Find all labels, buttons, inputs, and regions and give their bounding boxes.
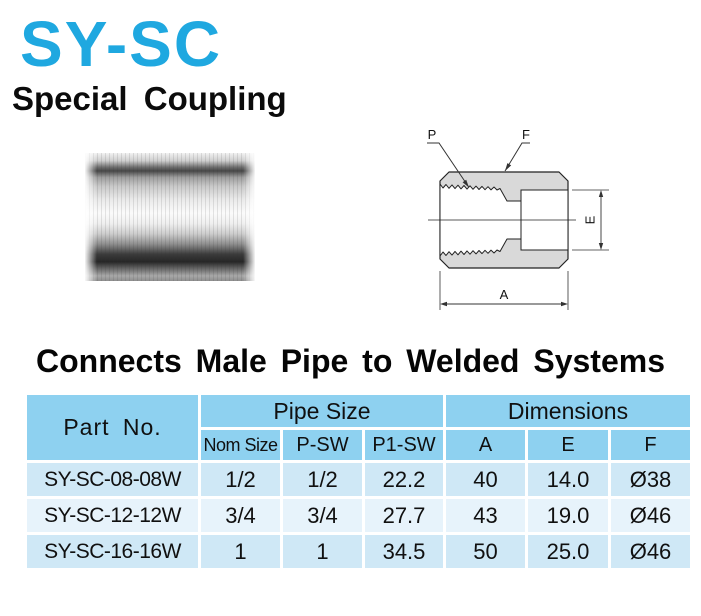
col-group-pipe-size: Pipe Size — [198, 392, 446, 430]
dimension-e: E — [572, 189, 609, 251]
cell-e: 14.0 — [525, 460, 611, 499]
table-row: SY-SC-08-08W 1/2 1/2 22.2 40 14.0 Ø38 — [24, 460, 693, 499]
col-header-f: F — [608, 427, 693, 463]
coupling-photo — [85, 153, 255, 281]
col-header-p1-sw: P1-SW — [362, 427, 446, 463]
cell-f: Ø46 — [608, 532, 693, 571]
cell-p1-sw: 34.5 — [362, 532, 446, 571]
col-header-a: A — [443, 427, 528, 463]
col-header-p-sw: P-SW — [280, 427, 365, 463]
cell-a: 40 — [443, 460, 528, 499]
product-code-title: SY-SC — [20, 8, 223, 80]
col-header-part-no: Part No. — [24, 392, 201, 463]
cell-e: 19.0 — [525, 496, 611, 535]
col-header-e: E — [525, 427, 611, 463]
cell-part-no: SY-SC-16-16W — [24, 532, 201, 571]
spec-table: Part No. Pipe Size Dimensions Nom Size P… — [24, 392, 693, 571]
table-row: SY-SC-16-16W 1 1 34.5 50 25.0 Ø46 — [24, 532, 693, 571]
callout-f: F — [504, 127, 530, 172]
cell-f: Ø46 — [608, 496, 693, 535]
col-header-nom-size: Nom Size — [198, 427, 283, 463]
dimension-a-label: A — [500, 287, 509, 302]
cell-e: 25.0 — [525, 532, 611, 571]
cell-f: Ø38 — [608, 460, 693, 499]
cell-nom-size: 1 — [198, 532, 283, 571]
coupling-technical-drawing: E A P F — [427, 127, 609, 310]
cell-p1-sw: 27.7 — [362, 496, 446, 535]
table-header-groups: Part No. Pipe Size Dimensions — [24, 392, 693, 463]
cell-p-sw: 3/4 — [280, 496, 365, 535]
cell-p1-sw: 22.2 — [362, 460, 446, 499]
product-name-subtitle: Special Coupling — [12, 80, 287, 117]
cell-a: 43 — [443, 496, 528, 535]
callout-f-label: F — [522, 127, 530, 142]
cell-nom-size: 1/2 — [198, 460, 283, 499]
table-row: SY-SC-12-12W 3/4 3/4 27.7 43 19.0 Ø46 — [24, 496, 693, 535]
dimension-a: A — [439, 271, 569, 310]
table-header-sub: Nom Size P-SW P1-SW A E F — [26, 427, 693, 463]
callout-p-label: P — [428, 127, 437, 142]
cell-p-sw: 1 — [280, 532, 365, 571]
col-group-dimensions: Dimensions — [443, 392, 693, 430]
cell-a: 50 — [443, 532, 528, 571]
section-heading: Connects Male Pipe to Welded Systems — [35, 343, 665, 379]
dimension-e-label: E — [582, 215, 597, 224]
cell-part-no: SY-SC-12-12W — [24, 496, 201, 535]
callout-p: P — [427, 127, 470, 188]
cell-nom-size: 3/4 — [198, 496, 283, 535]
cell-part-no: SY-SC-08-08W — [24, 460, 201, 499]
cell-p-sw: 1/2 — [280, 460, 365, 499]
